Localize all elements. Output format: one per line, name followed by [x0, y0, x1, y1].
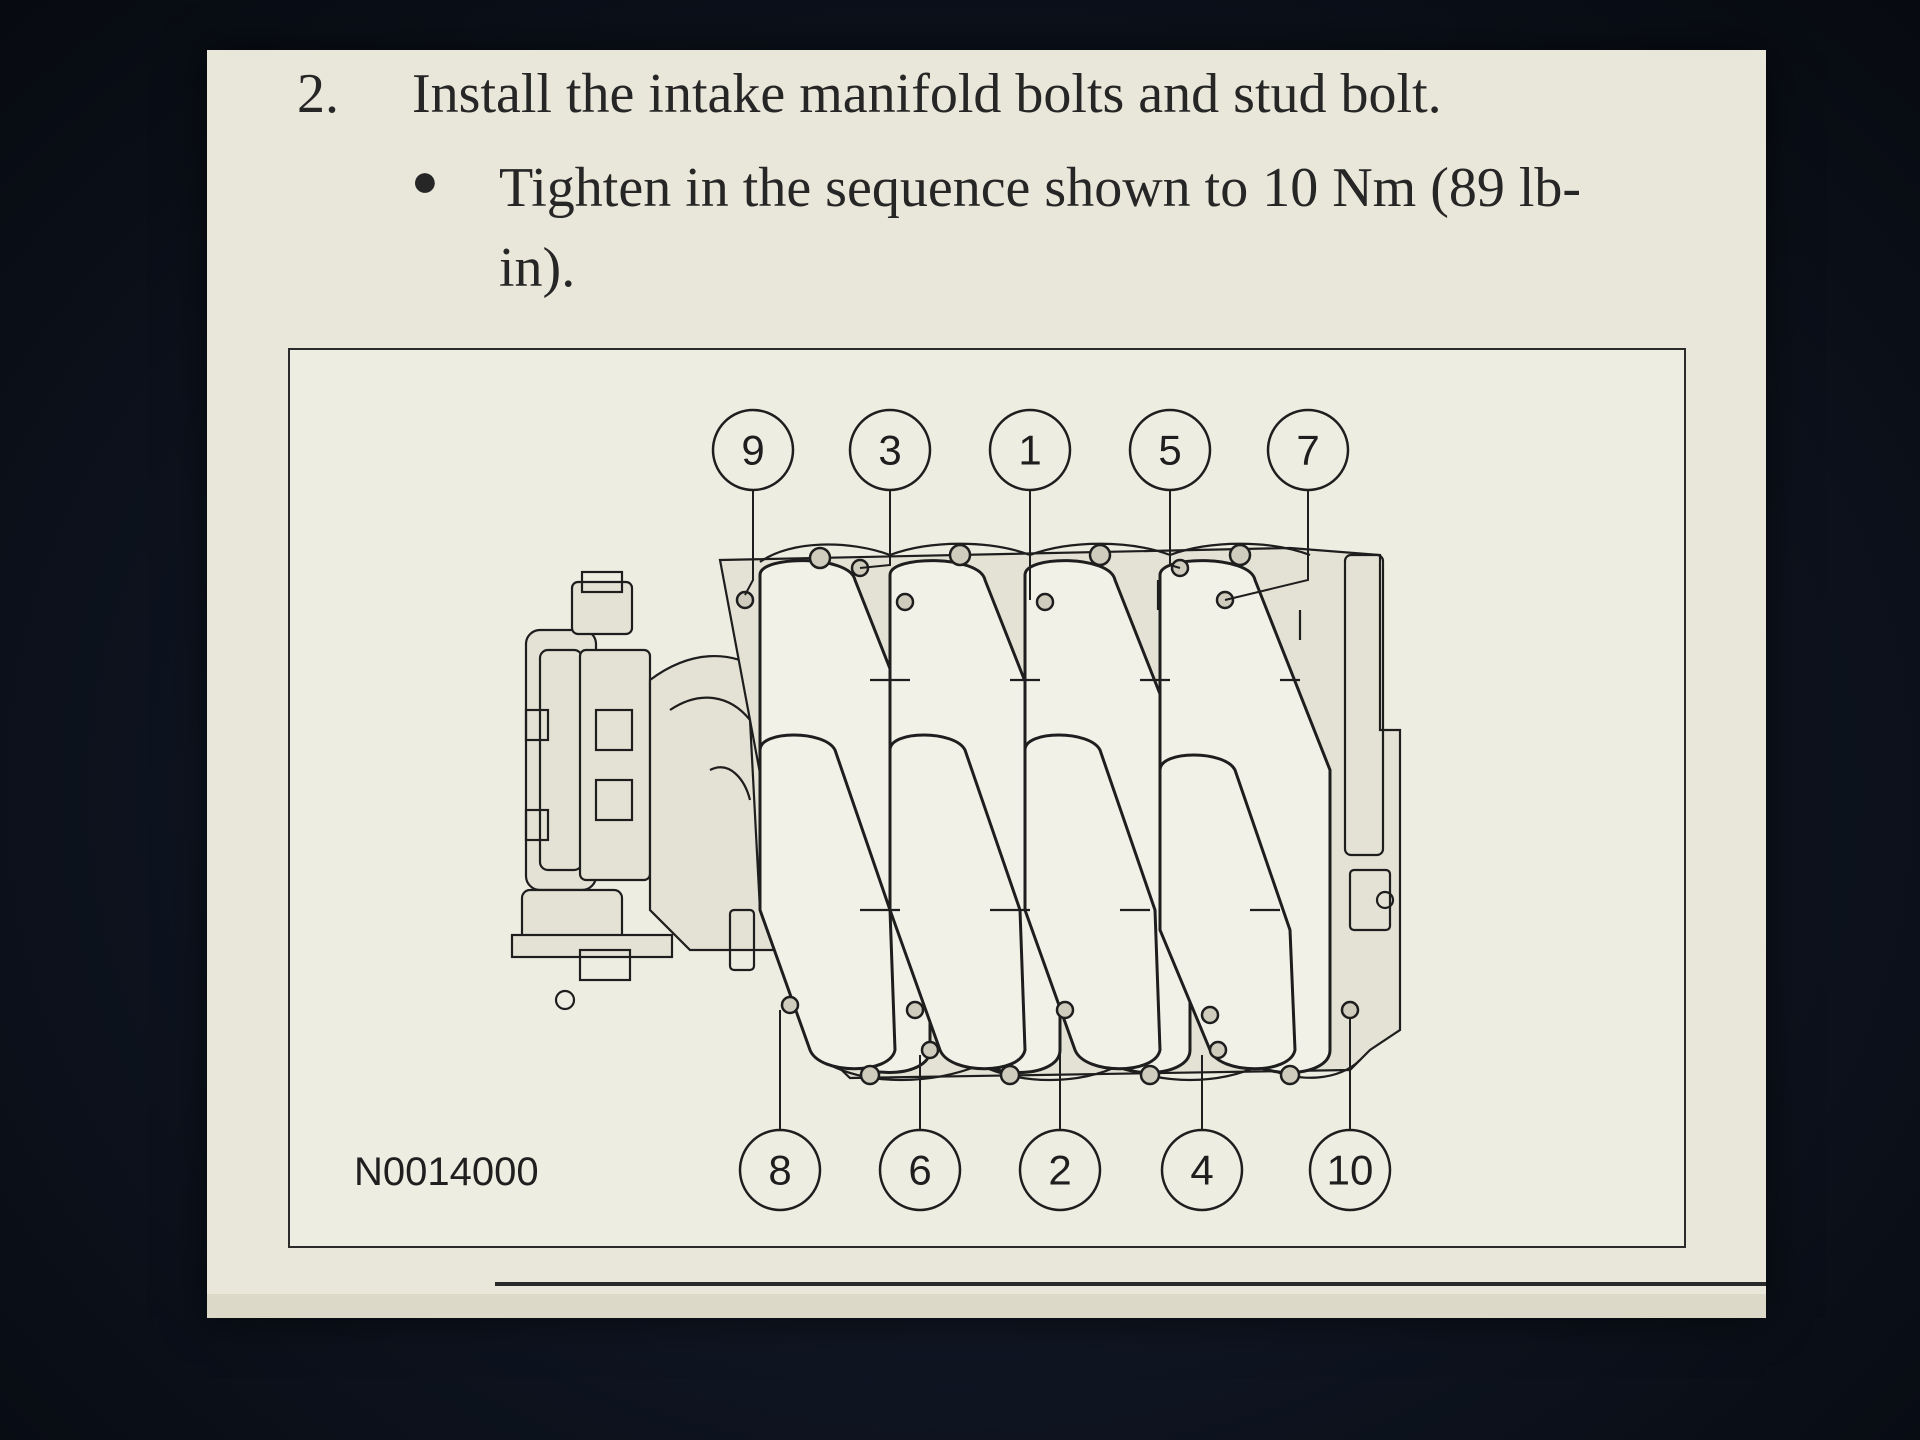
callout-6: 6: [878, 1128, 962, 1212]
leader-5: [1169, 490, 1181, 569]
callout-4: 4: [1160, 1128, 1244, 1212]
svg-text:5: 5: [1158, 427, 1181, 474]
step-number: 2.: [297, 63, 339, 125]
manual-page: 2. Install the intake manifold bolts and…: [207, 50, 1766, 1318]
figure-id: N0014000: [354, 1150, 539, 1194]
step-instruction: Install the intake manifold bolts and st…: [412, 63, 1442, 125]
callout-7: 7: [1266, 408, 1350, 492]
page-bottom-edge: [207, 1294, 1766, 1318]
torque-instruction: Tighten in the sequence shown to 10 Nm (…: [499, 157, 1582, 299]
callout-1: 1: [988, 408, 1072, 492]
callout-5: 5: [1128, 408, 1212, 492]
svg-text:9: 9: [741, 427, 764, 474]
svg-text:4: 4: [1190, 1147, 1213, 1194]
svg-text:1: 1: [1018, 427, 1041, 474]
throttle-body-icon: [510, 570, 674, 1011]
svg-text:10: 10: [1327, 1147, 1374, 1194]
svg-text:8: 8: [768, 1147, 791, 1194]
intake-runners-icon: [758, 559, 1332, 1074]
leader-9: [744, 490, 754, 596]
leader-3: [859, 490, 891, 569]
leader-7: [1224, 490, 1309, 601]
svg-text:7: 7: [1296, 427, 1319, 474]
bullet-dot-icon: ●: [411, 155, 439, 206]
intake-manifold-figure: 9 3 1 5 7 8: [288, 348, 1686, 1248]
svg-text:3: 3: [878, 427, 901, 474]
callout-3: 3: [848, 408, 932, 492]
callout-10: 10: [1308, 1128, 1392, 1212]
manifold-diagram: 9 3 1 5 7 8: [510, 408, 1402, 1212]
horizontal-rule: [495, 1282, 1766, 1286]
callout-2: 2: [1018, 1128, 1102, 1212]
callout-9: 9: [711, 408, 795, 492]
svg-text:6: 6: [908, 1147, 931, 1194]
callout-8: 8: [738, 1128, 822, 1212]
svg-text:2: 2: [1048, 1147, 1071, 1194]
bolt-heads-icon: [735, 543, 1360, 1086]
